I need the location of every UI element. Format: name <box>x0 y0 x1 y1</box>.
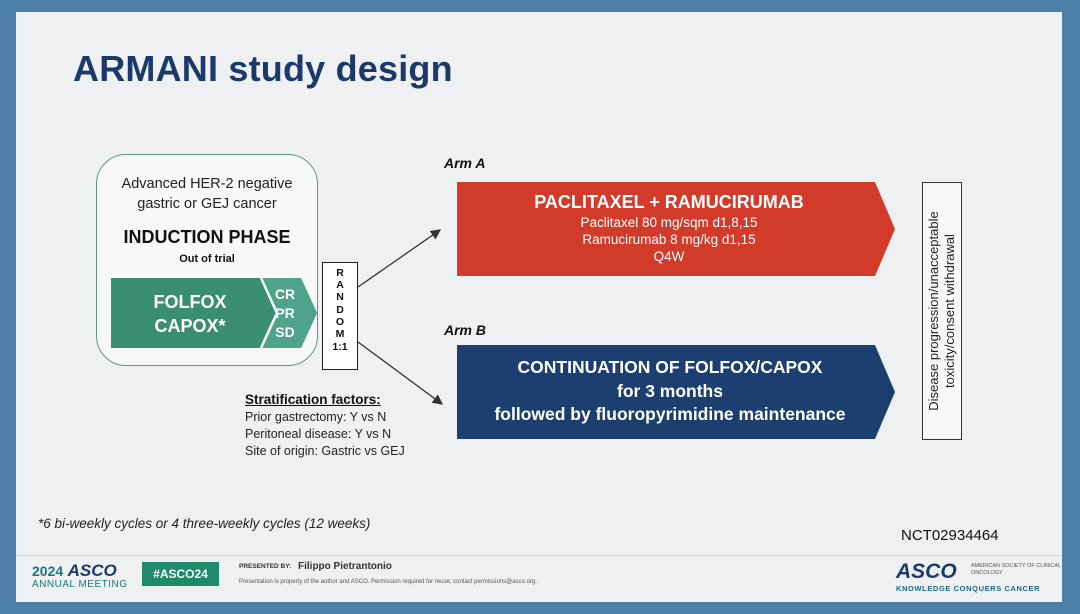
induction-regimen-arrow <box>111 278 317 348</box>
arm-a-detail: Ramucirumab 8 mg/kg d1,15 <box>582 232 756 247</box>
regimen-divider <box>259 278 279 314</box>
arm-a-detail: Q4W <box>653 249 685 264</box>
hashtag-badge: #ASCO24 <box>142 562 219 586</box>
arm-a-detail: Paclitaxel 80 mg/sqm d1,8,15 <box>580 215 758 230</box>
meeting-logo: 2024 ASCO ANNUAL MEETING <box>32 561 128 590</box>
asco-logo: ASCO AMERICAN SOCIETY OF CLINICAL ONCOLO… <box>896 560 1061 593</box>
arm-a-arrow <box>457 182 895 276</box>
stratification-item: Prior gastrectomy: Y vs N <box>245 410 387 424</box>
endpoint-line: Disease progression/unacceptable <box>926 211 941 411</box>
population-description: Advanced HER-2 negative gastric or GEJ c… <box>98 174 316 214</box>
arm-b-line: CONTINUATION OF FOLFOX/CAPOX <box>517 357 823 377</box>
randomization-letter: M <box>335 328 345 341</box>
slide: ARMANI study design Advanced HER-2 negat… <box>16 12 1062 602</box>
randomization-letter: D <box>336 303 344 316</box>
randomization-letter: A <box>336 279 344 292</box>
population-line: gastric or GEJ cancer <box>137 196 277 212</box>
slide-title: ARMANI study design <box>73 48 453 89</box>
induction-phase-title: INDUCTION PHASE <box>123 227 291 247</box>
trial-identifier: NCT02934464 <box>901 527 999 544</box>
response-chevron-shape <box>261 278 317 348</box>
arm-a-content: PACLITAXEL + RAMUCIRUMAB Paclitaxel 80 m… <box>472 190 866 265</box>
arm-b-line: for 3 months <box>617 380 723 401</box>
endpoint-box <box>922 182 962 440</box>
arm-b-content: CONTINUATION OF FOLFOX/CAPOX for 3 month… <box>466 356 874 427</box>
response-criteria-label: CR PR SD <box>274 286 296 340</box>
regimen-arrow-shape <box>111 278 317 348</box>
arm-a-label: Arm A <box>444 155 486 171</box>
randomization-letter: O <box>335 315 345 328</box>
arrow-to-arm-b <box>357 341 444 405</box>
stratification-item: Peritoneal disease: Y vs N <box>245 427 392 441</box>
randomization-letter: N <box>336 291 344 304</box>
arm-b-label: Arm B <box>444 322 487 338</box>
induction-regimen-label: FOLFOX CAPOX* <box>153 292 227 336</box>
connector-arrows <box>357 229 444 405</box>
arm-b-line: followed by fluoropyrimidine maintenance <box>494 404 846 424</box>
asco-logo-text: ASCO <box>896 560 957 583</box>
endpoint-line: toxicity/consent withdrawal <box>942 234 957 388</box>
meeting-year: 2024 <box>32 563 64 579</box>
society-name: AMERICAN SOCIETY OF CLINICAL ONCOLOGY <box>971 563 1061 576</box>
arm-a-title: PACLITAXEL + RAMUCIRUMAB <box>534 192 804 212</box>
presented-by-label: PRESENTED BY: <box>239 563 292 570</box>
arm-b-arrow-shape <box>457 345 895 439</box>
induction-phase-subtitle: Out of trial <box>179 253 235 265</box>
randomization-ratio: 1:1 <box>332 341 348 354</box>
meeting-name: ANNUAL MEETING <box>32 579 128 590</box>
footer-divider <box>16 555 1062 556</box>
arm-b-arrow <box>457 345 895 439</box>
population-line: Advanced HER-2 negative <box>121 176 293 192</box>
randomization-box: R A N D O M 1:1 <box>322 262 358 370</box>
stratification-title: Stratification factors: <box>245 392 381 407</box>
regimen-divider <box>259 312 279 348</box>
copyright-disclaimer: Presentation is property of the author a… <box>239 579 537 585</box>
arm-a-arrow-shape <box>457 182 895 276</box>
meeting-org: ASCO <box>67 561 117 580</box>
randomization-letter: R <box>336 267 344 279</box>
footnote: *6 bi-weekly cycles or 4 three-weekly cy… <box>38 516 371 531</box>
stratification-item: Site of origin: Gastric vs GEJ <box>245 444 405 458</box>
tagline: KNOWLEDGE CONQUERS CANCER <box>896 584 1041 593</box>
presenter-name: Filippo Pietrantonio <box>298 561 392 572</box>
arrow-to-arm-a <box>357 229 442 288</box>
